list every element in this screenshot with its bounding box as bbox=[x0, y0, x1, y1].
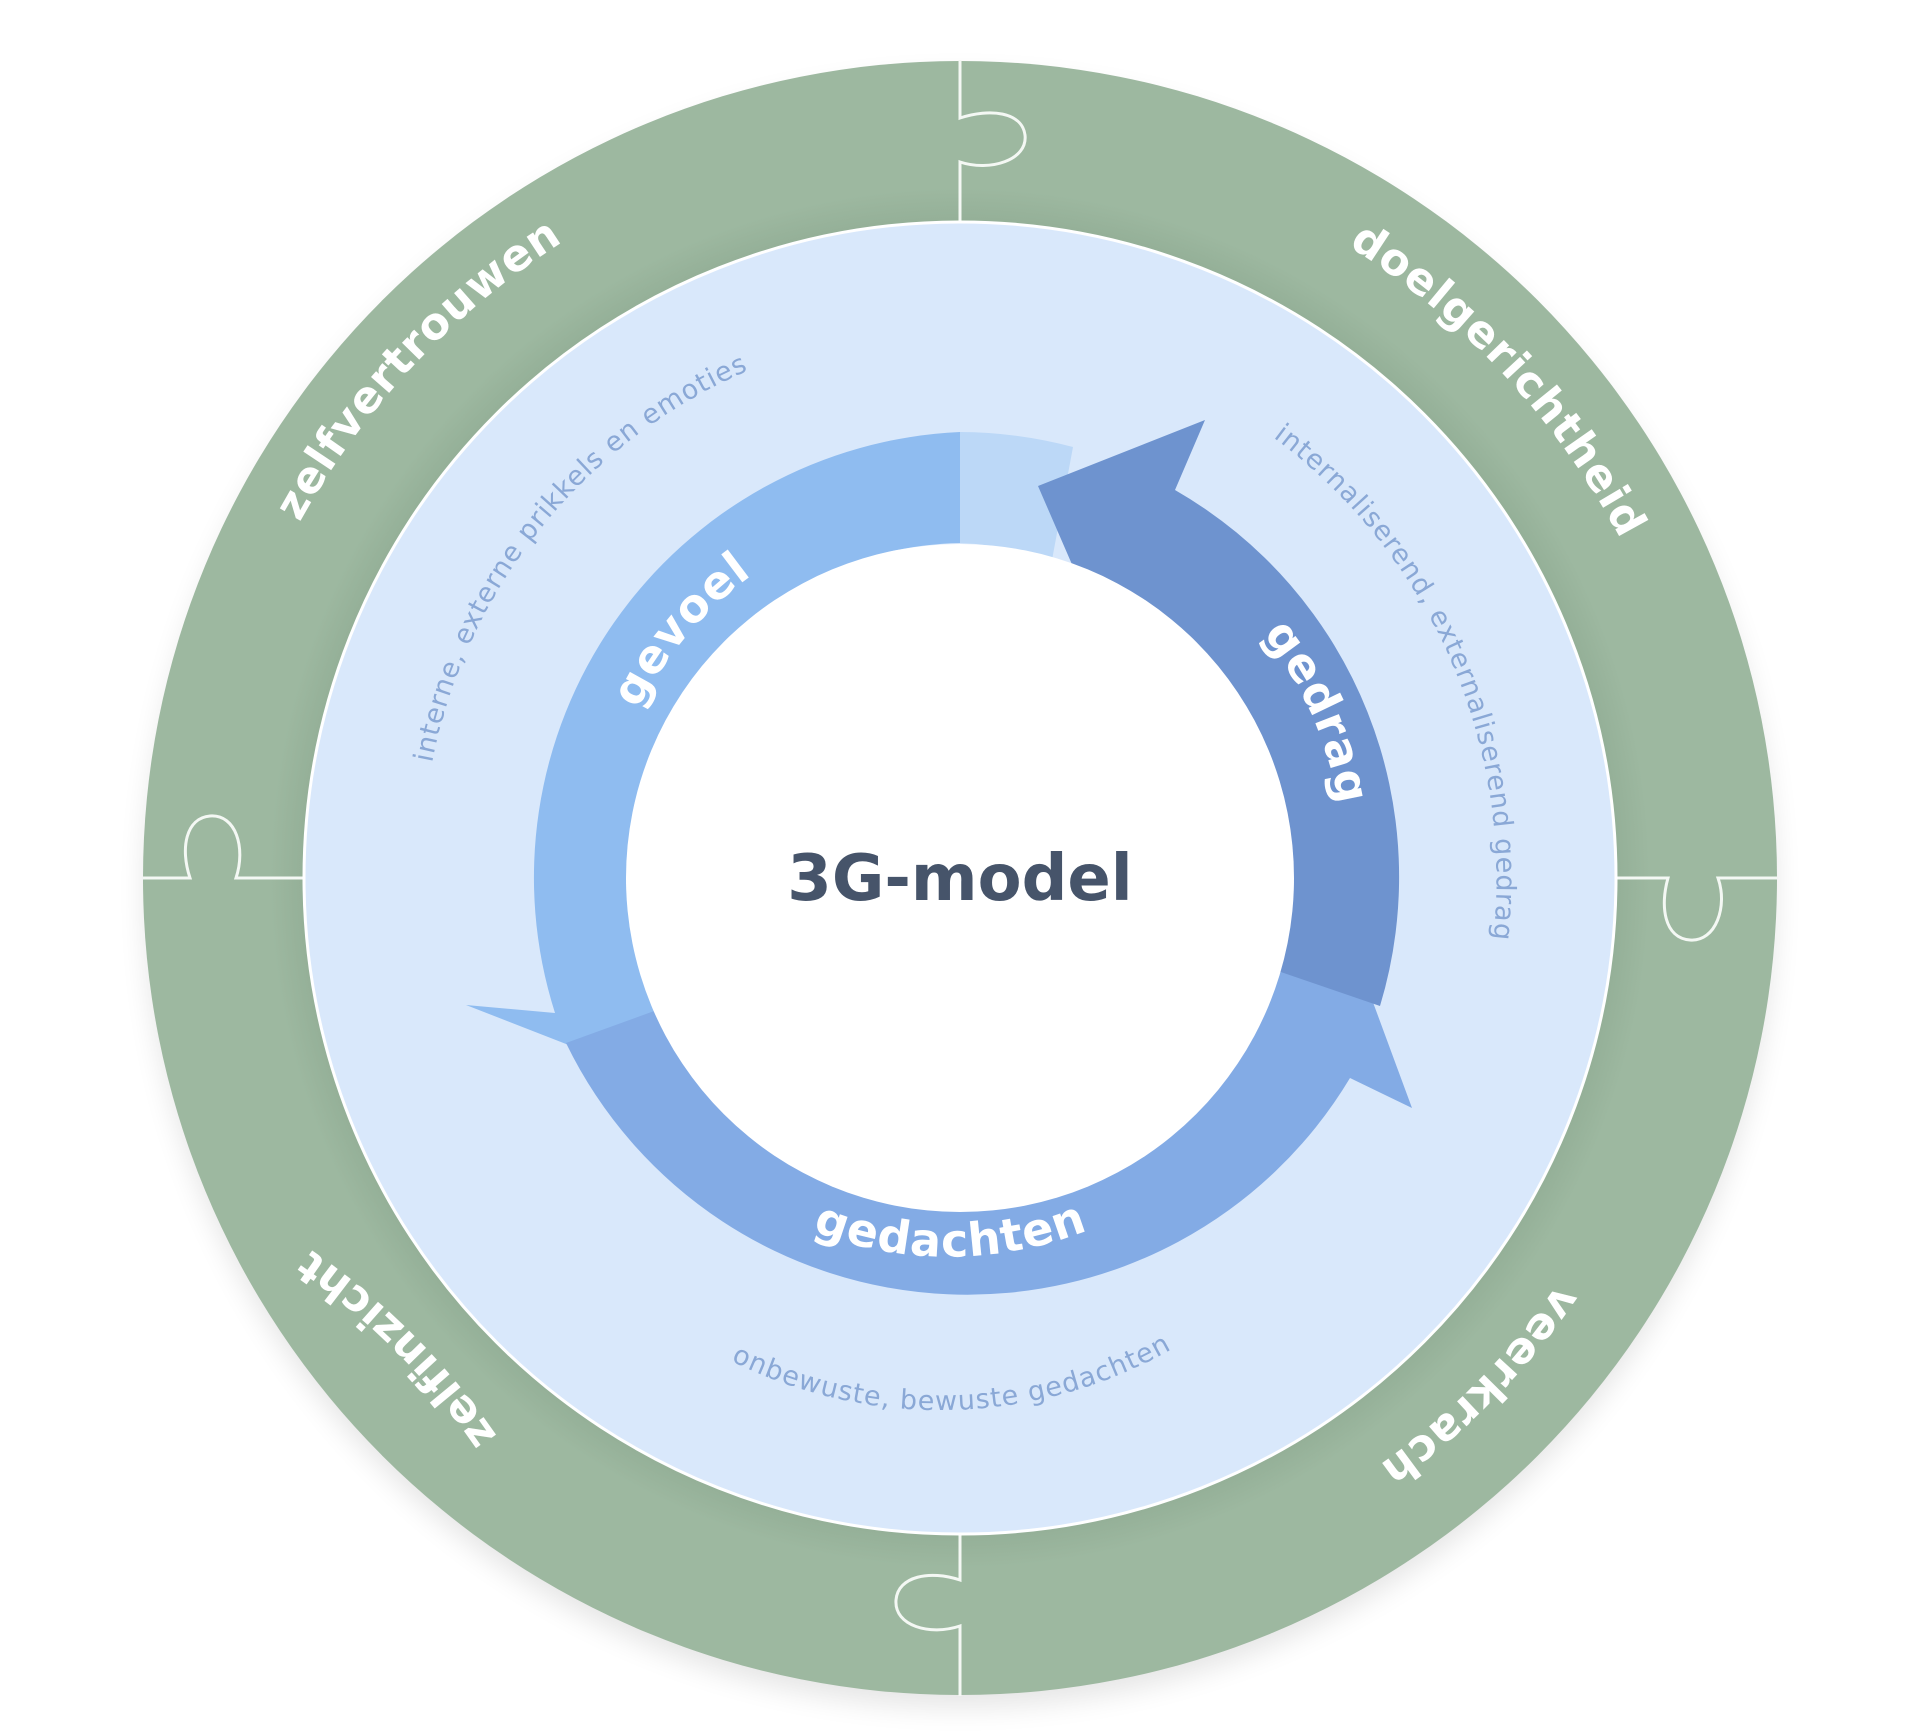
faint-ring-segment bbox=[960, 432, 1073, 560]
arrow-gevoel bbox=[466, 432, 960, 1072]
seam-right bbox=[1615, 876, 1777, 942]
seam-left bbox=[143, 814, 305, 880]
puzzle-seams bbox=[143, 60, 1777, 1696]
arrow-gedachten bbox=[566, 940, 1412, 1295]
seam-bottom bbox=[894, 1532, 962, 1696]
arrow-gedrag bbox=[1038, 420, 1400, 1006]
cycle-arrows bbox=[466, 420, 1412, 1295]
seam-top bbox=[958, 60, 1027, 222]
center-white-disc bbox=[626, 544, 1294, 1212]
center-title: 3G-model bbox=[787, 842, 1132, 916]
